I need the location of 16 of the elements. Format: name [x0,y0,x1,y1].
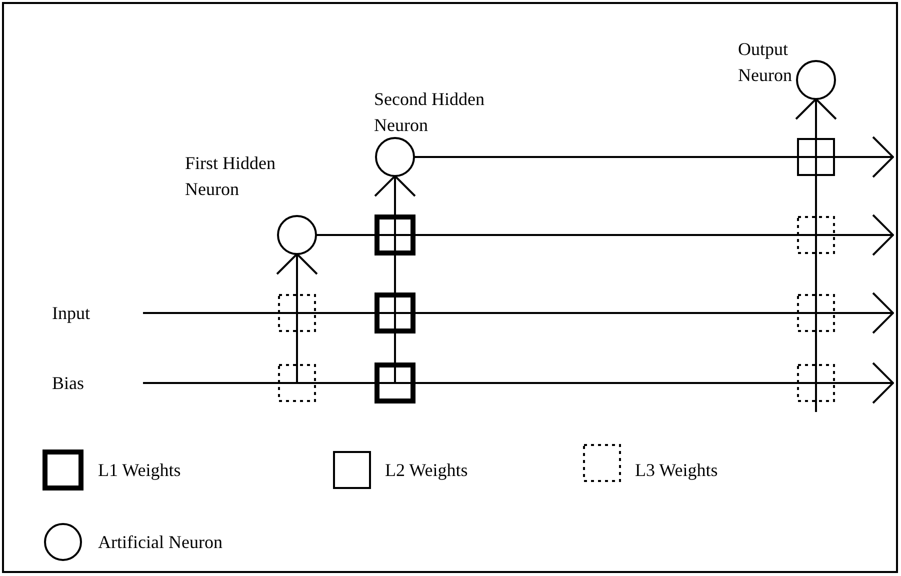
legend-label: L2 Weights [385,459,468,482]
arrow [276,253,318,383]
line-label: Input [52,302,90,325]
arrow [316,214,894,256]
arrow [374,175,416,383]
neuron-label: First Hidden Neuron [185,152,277,201]
line-label: Bias [52,372,84,395]
legend-label: L1 Weights [98,459,181,482]
neuron-label: Second Hidden Neuron [374,88,486,137]
arrow [143,362,894,404]
arrow [795,98,837,412]
arrow [143,292,894,334]
legend-label: Artificial Neuron [98,531,222,554]
neuron-label: Output Neuron [738,38,793,87]
arrow [414,136,894,178]
legend-label: L3 Weights [635,459,718,482]
